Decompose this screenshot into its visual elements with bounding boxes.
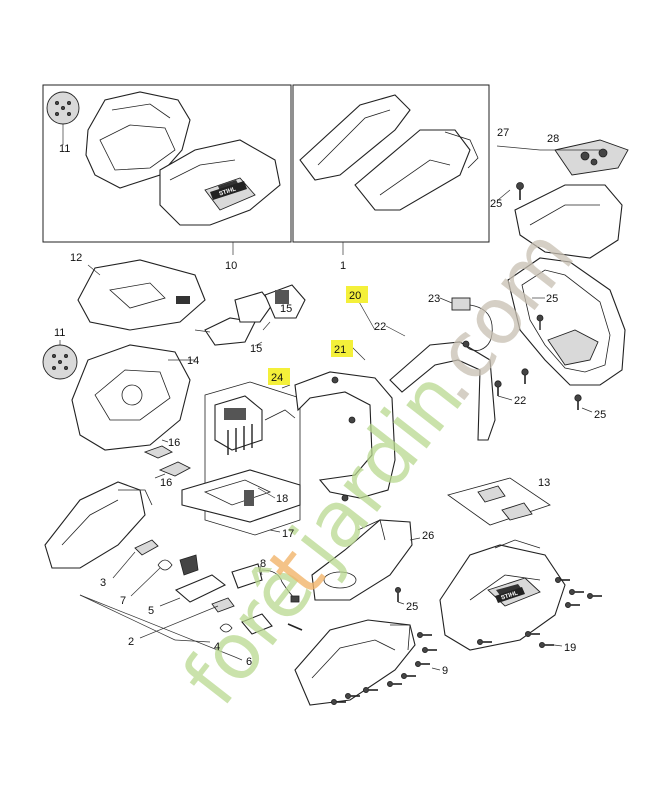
knob-cover-assembly [496, 139, 629, 259]
label-28: 28 [547, 133, 559, 145]
svg-text:STIHL: STIHL [219, 186, 238, 197]
label-12: 12 [70, 252, 82, 264]
box-housing-assembly-10 [42, 84, 292, 255]
circuit-board [214, 395, 263, 451]
brand-badge-bottom: STIHL [495, 587, 525, 603]
label-16-lower: 16 [160, 477, 172, 489]
label-13: 13 [538, 477, 550, 489]
label-1: 1 [340, 260, 346, 272]
label-15-upper: 15 [280, 303, 292, 315]
label-17: 17 [282, 528, 294, 540]
bail-handle-bar [389, 341, 496, 441]
label-26: 26 [422, 530, 434, 542]
brand-badge-top: STIHL [210, 181, 247, 200]
left-handle-shell [299, 94, 411, 181]
label-23: 23 [428, 293, 440, 305]
highlight-20 [346, 286, 368, 303]
label-16-upper: 16 [168, 437, 180, 449]
label-21: 21 [334, 344, 346, 356]
label-5: 5 [148, 605, 154, 617]
label-8: 8 [260, 558, 266, 570]
gear-housing [294, 619, 416, 706]
switch-assembly-18 [181, 469, 301, 523]
label-27: 27 [497, 127, 509, 139]
leader-lines-misc [154, 297, 545, 533]
electronics-module-box [181, 381, 301, 536]
leader-lines-lower-left [79, 551, 263, 661]
label-4: 4 [214, 641, 220, 653]
label-15-lower: 15 [250, 343, 262, 355]
rear-handle-frame [507, 257, 626, 386]
svg-text:STIHL: STIHL [501, 590, 520, 601]
label-22-lower: 22 [514, 395, 526, 407]
front-guard-cover [514, 184, 623, 259]
screws-22-25-right [494, 368, 593, 413]
label-6: 6 [246, 656, 252, 668]
left-lower-handle [44, 481, 153, 569]
label-3: 3 [100, 577, 106, 589]
top-cover-12 [77, 259, 206, 331]
label-18: 18 [276, 493, 288, 505]
label-7: 7 [120, 595, 126, 607]
cover-disc-11-mid [42, 340, 78, 380]
highlight-21 [331, 340, 353, 357]
label-25-right: 25 [546, 293, 558, 305]
label-11-top: 11 [59, 143, 70, 155]
pad-parts-13 [447, 477, 551, 526]
label-20: 20 [349, 290, 361, 302]
label-14: 14 [187, 355, 199, 367]
lower-housing-half [159, 139, 281, 226]
label-2: 2 [128, 636, 134, 648]
label-9: 9 [442, 665, 448, 677]
screw-25-top [516, 182, 524, 200]
label-24: 24 [271, 372, 283, 384]
lower-housing-26 [311, 519, 421, 601]
label-25-lower-right: 25 [594, 409, 606, 421]
box-handle-assembly-1 [292, 84, 490, 255]
label-19: 19 [564, 642, 576, 654]
label-25-top: 25 [490, 198, 502, 210]
trigger-parts [134, 539, 303, 635]
brush-parts-16 [143, 445, 191, 477]
switch-cable-23 [451, 297, 493, 351]
label-25-bottom: 25 [406, 601, 418, 613]
label-22-upper: 22 [374, 321, 386, 333]
screws-9-19 [330, 577, 602, 706]
label-10: 10 [225, 260, 237, 272]
cover-plate-28 [554, 139, 629, 176]
right-handle-shell [354, 129, 471, 211]
highlight-24 [268, 368, 290, 385]
part-labels: 11 10 1 27 28 25 12 15 15 11 14 20 21 24… [54, 127, 606, 677]
label-11-mid: 11 [54, 327, 65, 339]
switch-boxes-15 [204, 284, 306, 347]
motor-housing-14 [71, 344, 195, 451]
loop-handle-21 [281, 371, 396, 502]
